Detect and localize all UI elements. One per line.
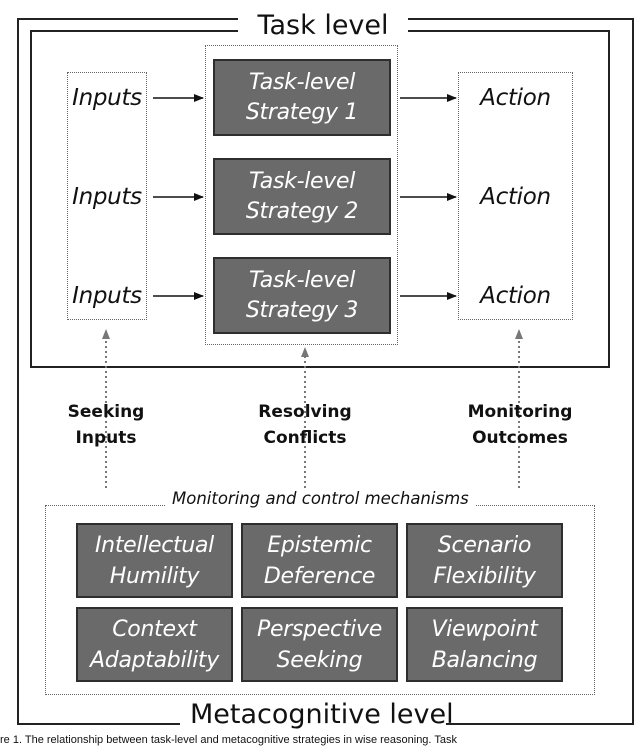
input-label-2: Inputs [72,184,142,210]
seeking-inputs-line1: Seeking [67,402,145,422]
meta-box-scenario-flexibility: Scenario Flexibility [406,523,563,598]
meta-box-3-line1: Scenario [437,532,532,558]
input-arrows [153,94,204,300]
seeking-inputs-label: Seeking Inputs [46,399,166,451]
figure-caption: re 1. The relationship between task-leve… [0,734,457,746]
meta-box-2-line2: Deference [263,563,376,589]
strategy-box-1: Task-level Strategy 1 [213,59,391,136]
meta-box-intellectual-humility: Intellectual Humility [76,523,233,598]
action-label-1: Action [480,85,551,111]
inputs-container [67,72,147,320]
input-label-1: Inputs [72,85,142,111]
strategy-3-line2: Strategy 3 [245,297,359,323]
action-arrows [400,94,457,300]
monitoring-outcomes-line2: Outcomes [472,428,568,448]
meta-box-5-line1: Perspective [257,616,382,642]
meta-box-4-line1: Context [112,616,197,642]
meta-box-context-adaptability: Context Adaptability [76,607,233,682]
meta-box-4-line2: Adaptability [90,647,219,673]
meta-box-epistemic-deference: Epistemic Deference [241,523,398,598]
meta-box-viewpoint-balancing: Viewpoint Balancing [406,607,563,682]
strategy-1-line1: Task-level [248,69,356,95]
meta-box-6-line2: Balancing [431,647,538,673]
seeking-inputs-line2: Inputs [75,428,137,448]
action-label-2: Action [480,184,551,210]
strategy-box-3: Task-level Strategy 3 [213,257,391,334]
monitoring-outcomes-line1: Monitoring [467,402,573,422]
meta-box-1-line2: Humility [109,563,200,589]
meta-box-1-line1: Intellectual [94,532,214,558]
meta-box-5-line2: Seeking [276,647,363,673]
task-level-title: Task level [238,10,408,42]
feedback-arrows [102,329,523,488]
strategy-2-line2: Strategy 2 [245,198,359,224]
strategy-2-line1: Task-level [248,168,356,194]
meta-box-3-line2: Flexibility [433,563,536,589]
monitoring-outcomes-label: Monitoring Outcomes [450,399,590,451]
strategy-1-line2: Strategy 1 [245,99,359,125]
resolving-conflicts-line2: Conflicts [263,428,347,448]
actions-container [458,72,573,320]
metacognitive-level-title: Metacognitive level [180,699,454,731]
meta-box-6-line1: Viewpoint [431,616,538,642]
resolving-conflicts-line1: Resolving [258,402,352,422]
strategy-3-line1: Task-level [248,267,356,293]
strategies-container [205,45,398,345]
resolving-conflicts-label: Resolving Conflicts [245,399,365,451]
action-label-3: Action [480,283,551,309]
mechanisms-label: Monitoring and control mechanisms [166,488,475,510]
strategy-box-2: Task-level Strategy 2 [213,158,391,235]
meta-box-perspective-seeking: Perspective Seeking [241,607,398,682]
input-label-3: Inputs [72,283,142,309]
meta-box-2-line1: Epistemic [267,532,372,558]
